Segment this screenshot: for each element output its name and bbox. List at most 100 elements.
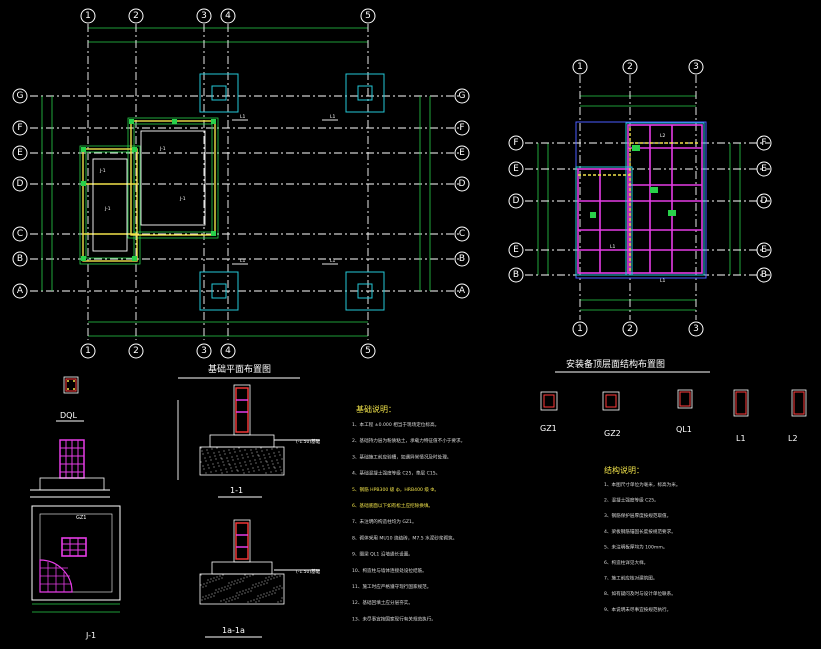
- axis-label: 5: [365, 346, 371, 356]
- note-line: 5、未注明板厚均为 100mm。: [604, 543, 667, 550]
- svg-text:L1: L1: [330, 114, 336, 120]
- note-line: 9、本说明未尽事宜按规范执行。: [604, 606, 671, 613]
- svg-text:GZ1: GZ1: [76, 515, 86, 521]
- section-1a-1a: (-1.50)基础 1a-1a: [199, 519, 321, 638]
- note-line: 5、钢筋 HPB300 级 ф，HRB400 级 Ф。: [352, 486, 439, 493]
- label-j1: J-1: [85, 631, 96, 640]
- axis-label: E: [513, 245, 519, 255]
- section-title: 基础平面布置图: [208, 363, 271, 375]
- axis-bubble: [12, 120, 28, 136]
- label-l2: L2: [788, 434, 798, 443]
- axis-bubble: [196, 8, 212, 24]
- detail-gz2: GZ2: [602, 391, 621, 438]
- label-l1: L1: [736, 434, 746, 443]
- label-ql1: QL1: [676, 425, 692, 434]
- axis-label: B: [17, 254, 23, 264]
- axis-bubble: [572, 59, 588, 75]
- notes-title: 基础说明：: [356, 404, 396, 414]
- axis-label: E: [513, 164, 519, 174]
- axis-label: F: [17, 123, 22, 133]
- note-line: 4、梁板钢筋锚固长度按规范要求。: [604, 528, 676, 535]
- section-label-1a: 1a-1a: [222, 626, 245, 635]
- axis-label: B: [513, 270, 519, 280]
- note-line: 10、构造柱与墙体连接处设拉结筋。: [352, 567, 427, 574]
- note-line: 3、钢筋保护层厚度按规范取值。: [604, 512, 671, 519]
- axis-bubble: [454, 251, 470, 267]
- axis-bubble: [360, 8, 376, 24]
- axis-label: E: [761, 245, 767, 255]
- axis-label: A: [459, 286, 466, 296]
- svg-text:L1: L1: [610, 244, 616, 250]
- axis-label: 3: [201, 346, 207, 356]
- note-line: 8、如有疑问及时与设计单位联系。: [604, 590, 676, 597]
- note-line: 11、施工时应严格遵守现行国家规范。: [352, 583, 431, 590]
- axis-bubble: [196, 343, 212, 359]
- axis-label: F: [761, 138, 766, 148]
- axis-label: 1: [577, 324, 583, 334]
- axis-label: F: [459, 123, 464, 133]
- axis-label: 3: [201, 11, 207, 21]
- svg-text:J-1: J-1: [159, 146, 166, 152]
- axis-label: G: [459, 91, 466, 101]
- note-line: 7、未注明的构造柱均为 GZ1。: [352, 518, 417, 525]
- axis-bubble: [80, 8, 96, 24]
- svg-text:(-1.50)基础: (-1.50)基础: [296, 438, 321, 445]
- axis-label: B: [761, 270, 767, 280]
- axis-label: C: [17, 229, 23, 239]
- axis-bubble: [80, 343, 96, 359]
- note-line: 9、圈梁 QL1 沿墙通长设置。: [352, 551, 413, 558]
- axis-label: 1: [85, 346, 91, 356]
- axis-bubble: [220, 343, 236, 359]
- axis-label: G: [17, 91, 24, 101]
- note-line: 12、基础回填土应分层夯实。: [352, 599, 413, 606]
- label-dql: DQL: [60, 411, 77, 420]
- axis-label: 1: [577, 62, 583, 72]
- axis-label: D: [513, 196, 520, 206]
- axis-bubble: [12, 145, 28, 161]
- note-line: 6、基础底面以下如有松土应挖除换填。: [352, 502, 433, 509]
- svg-text:L2: L2: [660, 133, 666, 139]
- svg-text:J-1: J-1: [179, 196, 186, 202]
- svg-text:L1: L1: [240, 114, 246, 120]
- axis-label: D: [761, 196, 768, 206]
- axis-bubble: [622, 59, 638, 75]
- axis-bubble: [220, 8, 236, 24]
- section-1-1: (-1.50)基础 1-1: [177, 384, 321, 498]
- axis-label: C: [459, 229, 465, 239]
- note-line: 6、构造柱详见大样。: [604, 559, 648, 566]
- axis-label: 4: [225, 346, 231, 356]
- axis-bubble: [622, 321, 638, 337]
- axis-bubble: [454, 120, 470, 136]
- axis-label: 3: [693, 324, 699, 334]
- axis-bubble: [508, 242, 524, 258]
- axis-label: E: [17, 148, 23, 158]
- note-line: 2、基础持力层为粉质粘土，承载力特征值不小于要求。: [352, 437, 465, 444]
- svg-text:L1: L1: [330, 258, 336, 264]
- label-gz1: GZ1: [540, 424, 557, 433]
- axis-label: 2: [627, 62, 633, 72]
- axis-bubble: [572, 321, 588, 337]
- detail-j1: GZ1 J-1: [30, 439, 121, 640]
- axis-bubble: [128, 8, 144, 24]
- axis-bubble: [508, 193, 524, 209]
- axis-bubble: [454, 283, 470, 299]
- axis-label: 2: [133, 346, 139, 356]
- axis-bubble: [12, 226, 28, 242]
- svg-text:(-1.50)基础: (-1.50)基础: [296, 568, 321, 575]
- notes-left: 1、本工程 ±0.000 相当于现场定位标高。2、基础持力层为粉质粘土，承载力特…: [352, 421, 465, 622]
- note-line: 1、本图尺寸单位为毫米，标高为米。: [604, 481, 680, 488]
- axis-bubble: [688, 59, 704, 75]
- svg-text:J-1: J-1: [99, 168, 106, 174]
- axis-label: 3: [693, 62, 699, 72]
- axis-label: 2: [627, 324, 633, 334]
- note-line: 7、施工前应核对建筑图。: [604, 575, 657, 582]
- axis-label: E: [761, 164, 767, 174]
- note-line: 3、基础施工前应验槽，如遇异常情况及时处理。: [352, 453, 451, 460]
- section-label-1: 1-1: [230, 486, 243, 495]
- notes-right: 1、本图尺寸单位为毫米，标高为米。2、混凝土强度等级 C25。3、钢筋保护层厚度…: [604, 481, 680, 613]
- axis-label: 4: [225, 11, 231, 21]
- axis-label: 2: [133, 11, 139, 21]
- axis-bubble: [12, 176, 28, 192]
